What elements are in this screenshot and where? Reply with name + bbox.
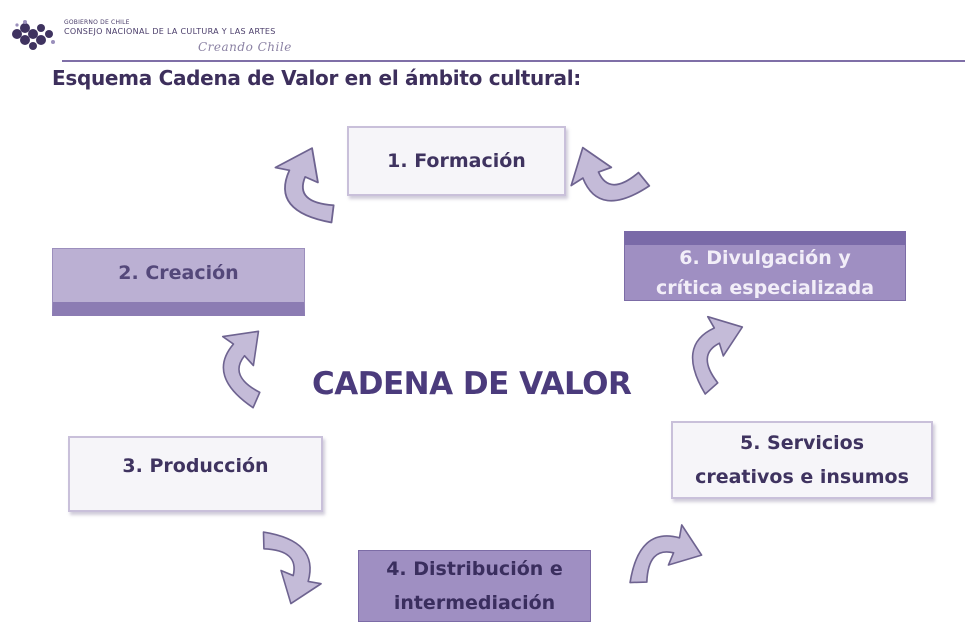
- stage-label: 1. Formación: [387, 150, 526, 172]
- stage-label: 2. Creación: [118, 262, 239, 284]
- stage-produccion: 3. Producción: [68, 436, 323, 512]
- stage-servicios: 5. Servicios creativos e insumos: [671, 421, 933, 499]
- government-logo-icon: [12, 20, 55, 50]
- stage-formacion: 1. Formación: [347, 126, 566, 196]
- stage-label-line1: 6. Divulgación y: [679, 246, 851, 269]
- stage-label-line2: creativos e insumos: [695, 466, 909, 488]
- header-council-text: CONSEJO NACIONAL DE LA CULTURA Y LAS ART…: [64, 27, 276, 36]
- arrow-distribucion-to-servicios-icon: [616, 521, 703, 594]
- stage-label-line2: intermediación: [393, 592, 556, 614]
- center-title: CADENA DE VALOR: [312, 366, 632, 402]
- stage-creacion: 2. Creación: [52, 248, 305, 316]
- header-divider: [62, 60, 965, 62]
- stage-distribucion: 4. Distribución e intermediación: [358, 550, 591, 622]
- arrow-creacion-to-produccion-icon: [219, 330, 266, 411]
- header-tagline: Creando Chile: [198, 40, 292, 54]
- arrow-servicios-to-divulgacion-icon: [679, 313, 744, 399]
- header-government-text: GOBIERNO DE CHILE: [64, 19, 130, 26]
- stage-label-line1: 5. Servicios: [739, 432, 865, 454]
- arrow-produccion-to-distribucion-icon: [252, 518, 325, 605]
- arrow-divulgacion-to-formacion-icon: [567, 146, 655, 214]
- stage-divulgacion: 6. Divulgación y crítica especializada: [624, 231, 906, 301]
- header: GOBIERNO DE CHILE CONSEJO NACIONAL DE LA…: [0, 0, 965, 64]
- page-title: Esquema Cadena de Valor en el ámbito cul…: [52, 66, 581, 90]
- stage-label-line1: 4. Distribución e: [386, 558, 563, 580]
- stage-label-line2: crítica especializada: [655, 276, 875, 299]
- stage-label: 3. Producción: [122, 455, 269, 477]
- arrow-formacion-to-creacion-icon: [271, 147, 345, 237]
